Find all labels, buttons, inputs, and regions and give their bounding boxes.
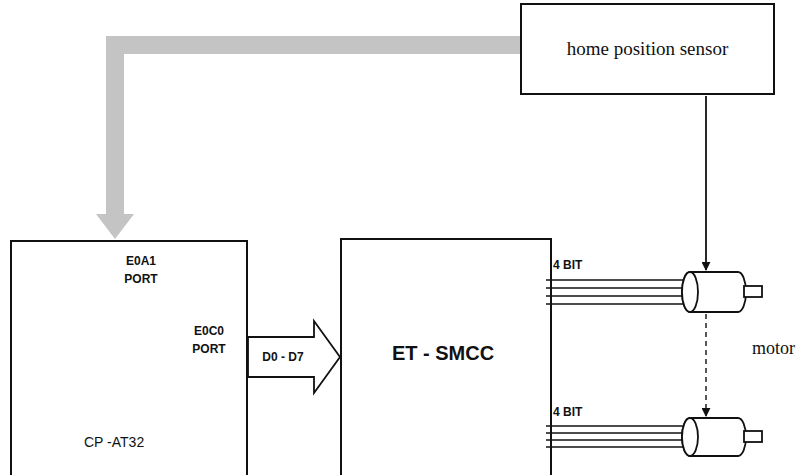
arrow-head — [96, 214, 134, 239]
connector — [96, 45, 520, 239]
bus-label: D0 - D7 — [261, 350, 304, 364]
port-label: E0A1 PORT — [110, 252, 172, 288]
box-label: home position sensor — [567, 37, 729, 61]
data-bus-arrow — [248, 321, 340, 393]
bus-arrow-body — [115, 45, 520, 214]
sensor-box: home position sensor — [520, 3, 775, 95]
part-name: motor — [752, 338, 795, 359]
stepper-motor — [682, 272, 762, 312]
connector — [248, 321, 340, 393]
bus-width-label: 4 BIT — [553, 258, 582, 272]
motor-wires — [546, 280, 684, 447]
stepper-motor — [682, 418, 762, 456]
bus-width-label: 4 BIT — [553, 405, 582, 419]
box-label: CP -AT32 — [84, 434, 144, 450]
port-label: E0C0 PORT — [178, 322, 240, 358]
sensor-dashed-arrow — [705, 314, 706, 416]
controller-board-box: E0A1 PORTE0C0 PORT CP -AT32 — [10, 240, 248, 475]
driver-board-box: ET - SMCC — [340, 238, 552, 475]
box-label: ET - SMCC — [342, 342, 544, 365]
sensor-arrow — [705, 96, 707, 270]
